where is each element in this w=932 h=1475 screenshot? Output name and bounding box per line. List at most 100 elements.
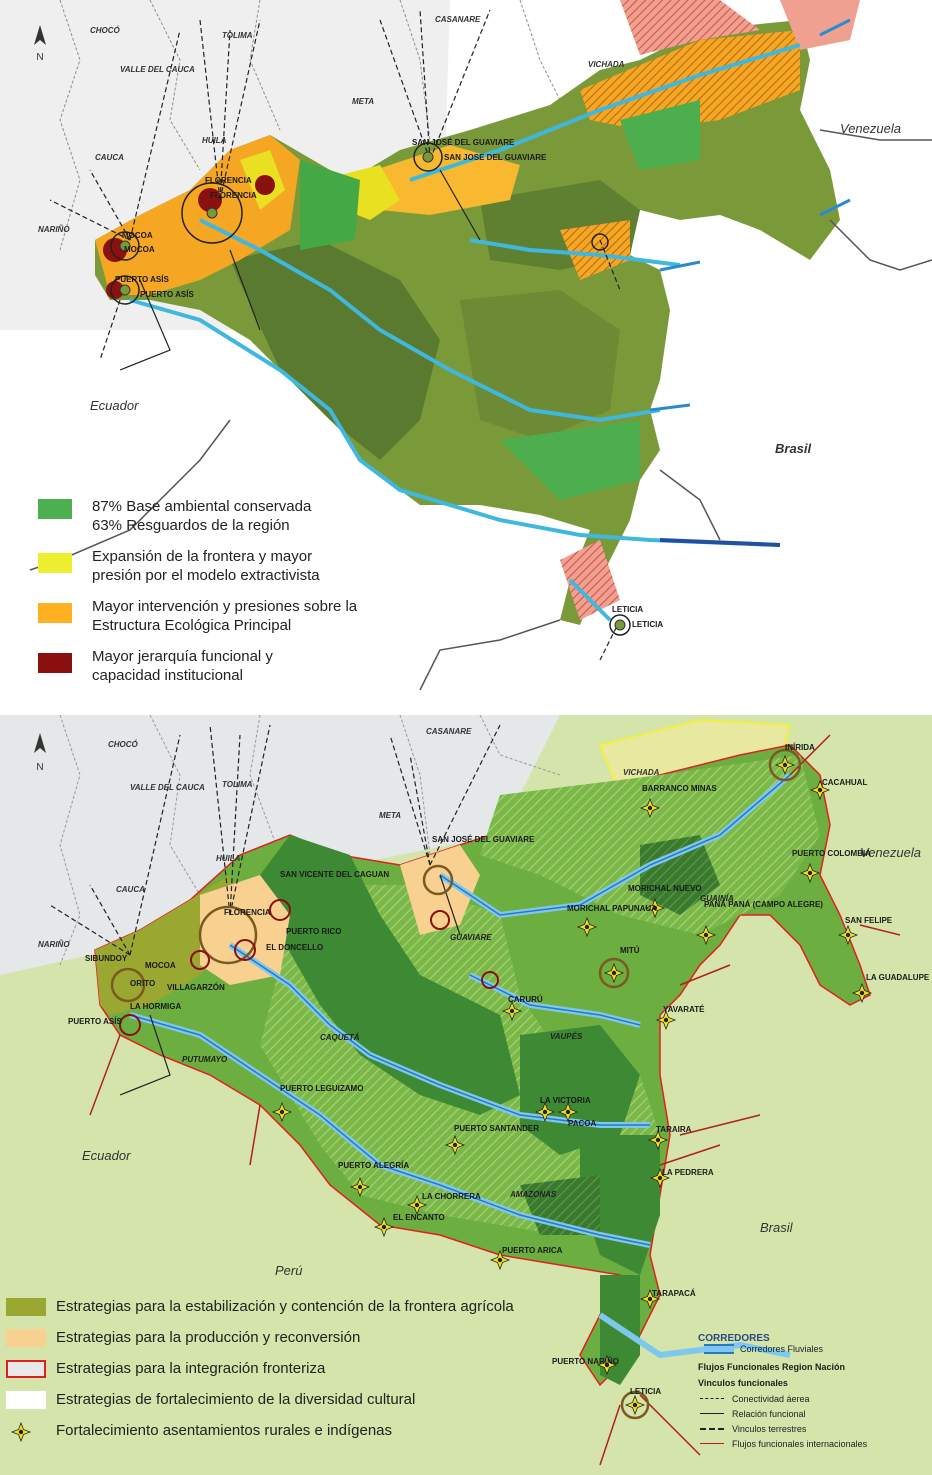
- top-legend: 87% Base ambiental conservada 63% Resgua…: [38, 497, 357, 685]
- town-label: BARRANCO MINAS: [642, 784, 717, 793]
- town-label: LETICIA: [612, 605, 643, 614]
- legend-label: Mayor intervención y presiones sobre la: [92, 598, 358, 615]
- top-map: N CHOCÓ VALLE DEL CAUCA TOLIMA CAUCA HUI…: [0, 0, 932, 710]
- town-label: SAN JOSE DEL GUAVIARE: [444, 153, 547, 162]
- town-label: MOCOA: [124, 245, 155, 254]
- air-link-icon: [700, 1398, 724, 1399]
- links-subtitle: Vinculos funcionales: [698, 1378, 788, 1388]
- region-label: HUILA: [202, 136, 227, 145]
- legend-item: Flujos funcionales internacionales: [700, 1436, 867, 1451]
- town-label: INÍRIDA: [785, 743, 815, 752]
- north-arrow-icon: N: [34, 733, 46, 773]
- town-label: FLORENCIA: [224, 908, 271, 917]
- town-label: LA HORMIGA: [130, 1002, 181, 1011]
- region-label: HUILA: [216, 854, 241, 863]
- river-label: VAUPÉS: [550, 1032, 583, 1041]
- town-label: SAN JOSÉ DEL GUAVIARE: [412, 138, 515, 147]
- country-label: Perú: [275, 1263, 302, 1278]
- functional-link-icon: [700, 1413, 724, 1414]
- town-label: SAN FELIPE: [845, 916, 893, 925]
- town-label: LETICIA: [632, 620, 663, 629]
- town-label: CARURÚ: [508, 995, 543, 1004]
- town-label: PANÁ PANÁ (CAMPO ALEGRE): [704, 900, 823, 909]
- bottom-legend: Estrategias para la estabilización y con…: [6, 1297, 514, 1443]
- region-label: CAUCA: [95, 153, 124, 162]
- town-label: LA PEDRERA: [662, 1168, 714, 1177]
- country-label: Ecuador: [82, 1148, 131, 1163]
- legend-swatch: [38, 653, 72, 673]
- town-label: MITÚ: [620, 946, 640, 955]
- legend-item: Estrategias para la integración fronteri…: [6, 1359, 514, 1379]
- legend-swatch: [6, 1298, 46, 1316]
- country-label: Brasil: [775, 441, 812, 456]
- legend-label: capacidad institucional: [92, 667, 243, 684]
- bottom-map-canvas: N CHOCÓ VALLE DEL CAUCA TOLIMA CAUCA HUI…: [0, 715, 932, 1475]
- region-label: VALLE DEL CAUCA: [130, 783, 205, 792]
- town-label: PUERTO ASÍS: [115, 275, 169, 284]
- legend-swatch: [6, 1360, 46, 1378]
- legend-label: Estrategias para la estabilización y con…: [56, 1298, 514, 1315]
- legend-item: Estrategias para la estabilización y con…: [6, 1297, 514, 1317]
- legend-label: 87% Base ambiental conservada: [92, 498, 312, 515]
- town-label: CACAHUAL: [822, 778, 867, 787]
- country-label: Venezuela: [860, 845, 921, 860]
- legend-label: Vinculos terrestres: [732, 1423, 807, 1434]
- town-label: SAN JOSÉ DEL GUAVIARE: [432, 835, 535, 844]
- region-label: CHOCÓ: [90, 26, 121, 35]
- star-icon: [6, 1421, 46, 1443]
- region-label: NARIÑO: [38, 940, 70, 949]
- legend-label: Expansión de la frontera y mayor: [92, 548, 313, 565]
- legend-swatch: [38, 603, 72, 623]
- town-label: PACOA: [568, 1119, 597, 1128]
- legend-label: Conectividad áerea: [732, 1393, 810, 1404]
- town-label: YAVARATÉ: [663, 1005, 705, 1014]
- river-label: CAQUETÁ: [320, 1033, 360, 1042]
- corridors-title: CORREDORES: [698, 1333, 770, 1344]
- legend-label: Estrategias de fortalecimiento de la div…: [56, 1391, 416, 1408]
- legend-item: Vinculos terrestres: [700, 1421, 867, 1436]
- north-label: N: [36, 52, 43, 63]
- country-label: Ecuador: [90, 398, 139, 413]
- town-label: PUERTO LEGUIZAMO: [280, 1084, 363, 1093]
- country-label: Brasil: [760, 1220, 794, 1235]
- region-label: VALLE DEL CAUCA: [120, 65, 195, 74]
- town-label: LETICIA: [630, 1387, 661, 1396]
- town-label: PUERTO ASÍS: [68, 1017, 122, 1026]
- legend-item: Fortalecimiento asentamientos rurales e …: [6, 1421, 514, 1443]
- town-label: EL DONCELLO: [266, 943, 323, 952]
- legend-label: Flujos funcionales internacionales: [732, 1438, 868, 1449]
- top-map-canvas: N CHOCÓ VALLE DEL CAUCA TOLIMA CAUCA HUI…: [0, 0, 932, 691]
- legend-label: Mayor jerarquía funcional y: [92, 648, 273, 665]
- region-label: TOLIMA: [222, 780, 253, 789]
- legend-label: Corredores Fluviales: [740, 1344, 824, 1354]
- river-label: GUAINÍA: [700, 894, 734, 903]
- river-label: PUTUMAYO: [182, 1055, 228, 1064]
- town-label: PUERTO NARIÑO: [552, 1357, 619, 1366]
- legend-item: Mayor intervención y presiones sobre la …: [38, 597, 357, 635]
- region-label: CASANARE: [426, 727, 472, 736]
- legend-item: Estrategias de fortalecimiento de la div…: [6, 1390, 514, 1410]
- river-label: GUAVIARE: [450, 933, 492, 942]
- town-label: TARAPACÁ: [652, 1289, 696, 1298]
- town-label: MOCOA: [145, 961, 176, 970]
- town-label: PUERTO ALEGRÍA: [338, 1161, 409, 1170]
- land-link-icon: [700, 1427, 724, 1430]
- town-label: PUERTO SANTANDER: [454, 1124, 539, 1133]
- town-label: MORICHAL PAPUNAUA: [567, 904, 657, 913]
- legend-label: Estrategias para la producción y reconve…: [56, 1329, 361, 1346]
- town-label: ORITO: [130, 979, 155, 988]
- legend-item: Estrategias para la producción y reconve…: [6, 1328, 514, 1348]
- region-label: META: [379, 811, 401, 820]
- town-label: FLORENCIA: [205, 176, 252, 185]
- town-label: SIBUNDOY: [85, 954, 128, 963]
- town-label: LA CHORRERA: [422, 1192, 481, 1201]
- town-label: SAN VICENTE DEL CAGUAN: [280, 870, 389, 879]
- legend-swatch: [38, 553, 72, 573]
- region-label: CAUCA: [116, 885, 145, 894]
- town-label: PUERTO COLOMBIA: [792, 849, 871, 858]
- legend-item: Relación funcional: [700, 1406, 867, 1421]
- town-label: MOCOA: [122, 231, 153, 240]
- legend-label: Estructura Ecológica Principal: [92, 617, 292, 634]
- legend-item: Expansión de la frontera y mayor presión…: [38, 547, 357, 585]
- region-label: CHOCÓ: [108, 740, 139, 749]
